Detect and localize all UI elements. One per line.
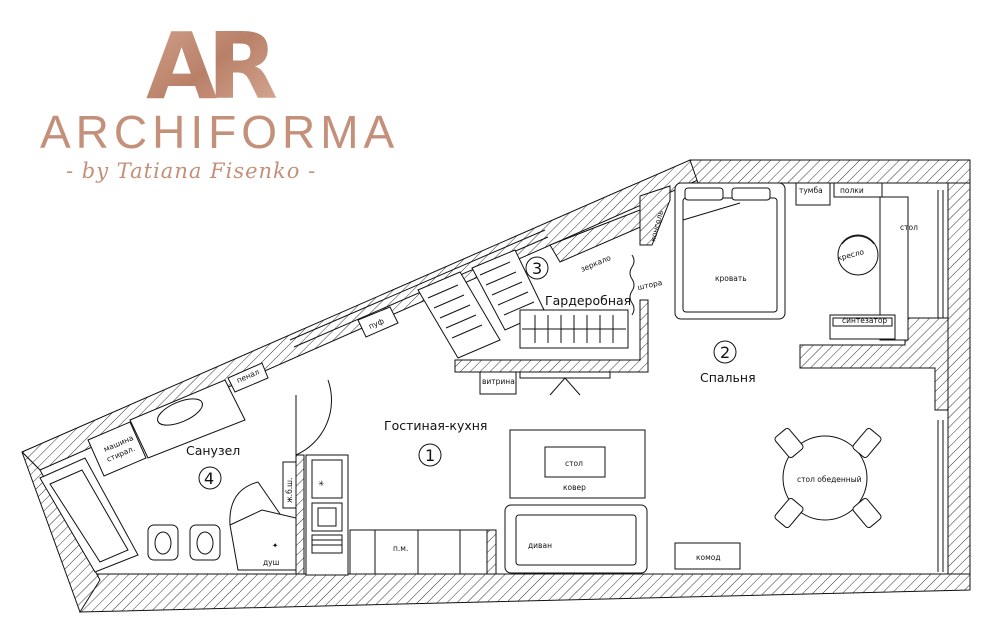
- living-stub-wall: [486, 529, 497, 575]
- pouf: [357, 306, 399, 338]
- sink-bowl: [157, 398, 203, 426]
- dining-chair: [774, 497, 804, 529]
- label-dishwasher: п.м.: [393, 544, 408, 553]
- room-name-living: Гостиная-кухня: [384, 418, 487, 433]
- shower-tray: [229, 509, 297, 571]
- showcase: [479, 371, 517, 395]
- room-number-wardrobe: 3: [532, 259, 542, 278]
- living-room: пуф витрина стол ковер диван комод стол …: [357, 306, 882, 574]
- dining-chair: [852, 427, 882, 459]
- dining-chair: [852, 497, 882, 529]
- label-sofa: диван: [528, 541, 552, 550]
- logo-monogram: AR: [146, 13, 276, 120]
- kitchen: ✳ п.м.: [305, 454, 488, 576]
- label-desk: стол: [900, 223, 918, 232]
- room-name-wardrobe: Гардеробная: [545, 293, 631, 308]
- utility-shaft: [282, 461, 297, 509]
- room-number-bedroom: 2: [720, 343, 730, 362]
- brand-logo: AR ARCHIFORMA - by Tatiana Fisenko -: [40, 13, 399, 183]
- label-shelves: полки: [840, 186, 864, 195]
- coffee-table: [544, 446, 606, 478]
- tv-console: [519, 371, 611, 379]
- dining-table: [782, 435, 868, 521]
- bathroom-door-swing: [295, 379, 332, 456]
- shelves: [833, 182, 883, 198]
- toilet: [147, 524, 179, 561]
- label-dining-table: стол обеденный: [797, 475, 862, 484]
- label-shower: душ: [263, 558, 280, 567]
- kitchen-tall-unit: [305, 454, 349, 576]
- label-rug: ковер: [563, 483, 586, 492]
- room-name-bedroom: Спальня: [700, 370, 756, 385]
- room-marker-bedroom: [713, 340, 737, 364]
- chest-of-drawers: [674, 542, 741, 570]
- pillow: [684, 187, 724, 201]
- nightstand: [795, 182, 831, 206]
- logo-subtitle: - by Tatiana Fisenko -: [66, 159, 316, 183]
- label-curtain: штора: [637, 278, 664, 292]
- room-name-bathroom: Санузел: [186, 443, 240, 458]
- bidet: [189, 524, 221, 561]
- bathroom: машина стирал. пенал душ ✦ ж.б.ш. Санузе…: [39, 362, 332, 573]
- label-coffee-table: стол: [565, 459, 583, 468]
- room-marker-living: [418, 443, 442, 467]
- bedroom: кровать тумба полки стол кресло синтезат…: [674, 182, 918, 385]
- console-wall: [639, 185, 671, 246]
- pillow: [731, 187, 771, 201]
- svg-text:✳: ✳: [318, 479, 324, 488]
- room-marker-wardrobe: [525, 256, 549, 280]
- washing-machine: [87, 421, 147, 477]
- label-showcase: витрина: [482, 377, 515, 386]
- room-number-bathroom: 4: [204, 469, 214, 488]
- kitchen-partition: [295, 454, 305, 575]
- tall-cabinet: [227, 362, 269, 393]
- label-shaft: ж.б.ш.: [285, 478, 294, 503]
- synthesizer: [829, 314, 896, 340]
- bed: [674, 182, 786, 320]
- armchair: [837, 234, 879, 276]
- sofa: [504, 504, 648, 574]
- label-mirror: зеркало: [579, 253, 612, 274]
- room-marker-bathroom: [198, 466, 222, 490]
- svg-text:✦: ✦: [272, 541, 278, 550]
- room-number-living: 1: [425, 446, 435, 465]
- dining-chair: [774, 427, 804, 459]
- wardrobe-partition: [454, 299, 649, 373]
- bathtub: [39, 457, 139, 573]
- curtain: [629, 254, 635, 316]
- label-synthesizer: синтезатор: [842, 316, 887, 325]
- label-chest: комод: [696, 553, 721, 562]
- label-bed: кровать: [715, 274, 747, 283]
- logo-wordmark: ARCHIFORMA: [40, 106, 399, 158]
- label-nightstand: тумба: [799, 186, 823, 195]
